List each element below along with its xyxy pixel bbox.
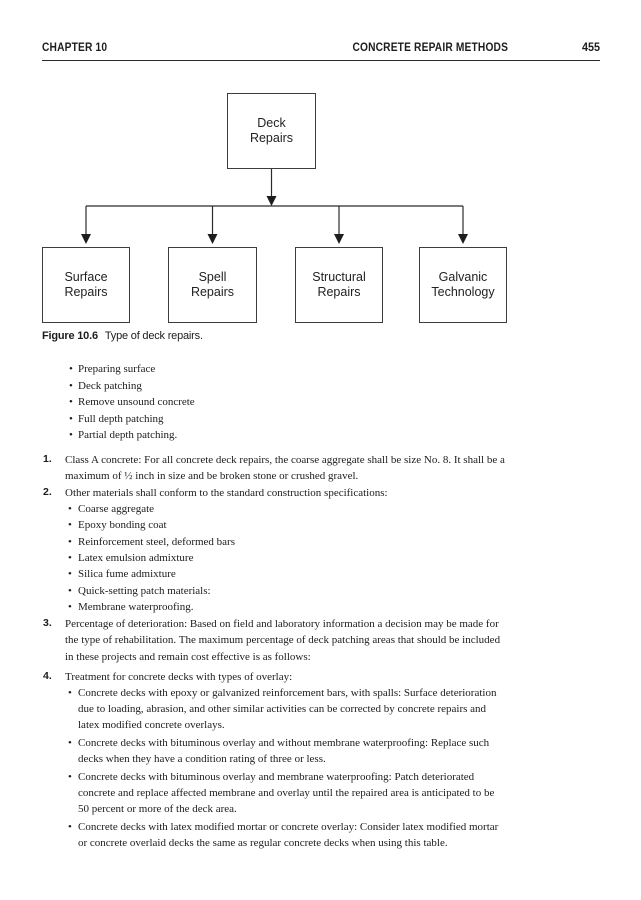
list-item: • Preparing surface	[42, 361, 508, 378]
list-item: • Coarse aggregate	[65, 501, 508, 517]
list-item: • Epoxy bonding coat	[65, 517, 508, 533]
bullet-icon: •	[68, 519, 72, 532]
bullet-icon: •	[69, 363, 73, 375]
item-number: 4.	[43, 669, 52, 682]
numbered-list: 1. Class A concrete: For all concrete de…	[42, 452, 508, 852]
numbered-item-1: 1. Class A concrete: For all concrete de…	[42, 452, 508, 484]
body-text-column: • Preparing surface • Deck patching • Remov…	[42, 361, 508, 851]
list-item: • Silica fume admixture	[65, 566, 508, 582]
bullet-icon: •	[68, 821, 72, 833]
list-item: • Partial depth patching.	[42, 427, 508, 444]
bullet-icon: •	[69, 412, 73, 425]
flowchart-box-surface-repairs: Surface Repairs	[42, 247, 130, 323]
numbered-item-2: 2. Other materials shall conform to the …	[42, 485, 508, 615]
chapter-label: CHAPTER 10	[42, 40, 108, 54]
list-item: • Reinforcement steel, deformed bars	[65, 534, 508, 550]
bullet-icon: •	[68, 568, 72, 581]
list-item-text: Latex emulsion admixture	[78, 552, 194, 564]
bullet-icon: •	[69, 379, 73, 392]
list-item: • Concrete decks with bituminous overlay …	[65, 735, 508, 767]
page-title: CONCRETE REPAIR METHODS	[352, 40, 508, 54]
figure-caption-number: Figure 10.6	[42, 330, 98, 342]
numbered-item-3: 3. Percentage of deterioration: Based on…	[42, 616, 508, 665]
list-item-text: Membrane waterproofing.	[78, 600, 194, 613]
list-item: • Deck patching	[42, 378, 508, 395]
bullet-icon: •	[68, 737, 72, 749]
flowchart-box-structural-repairs: Structural Repairs	[295, 247, 383, 323]
item-2-bullet-list: • Coarse aggregate • Epoxy bonding coat • R…	[65, 501, 508, 615]
list-item: • Concrete decks with latex modified mort…	[65, 819, 508, 851]
numbered-item-4: 4. Treatment for concrete decks with typ…	[42, 669, 508, 851]
item-text: Percentage of deterioration: Based on fi…	[65, 618, 501, 663]
list-item: • Concrete decks with epoxy or galvanized…	[65, 685, 508, 733]
bullet-icon: •	[68, 535, 72, 548]
flowchart-box-label: Spell Repairs	[190, 270, 235, 299]
flowchart-box-deck-repairs: Deck Repairs	[227, 93, 316, 169]
list-item-text: Full depth patching	[78, 412, 164, 425]
figure-caption: Figure 10.6 Type of deck repairs.	[42, 330, 641, 342]
flowchart-box-label: Surface Repairs	[64, 270, 108, 299]
flowchart-connectors-icon	[81, 169, 468, 244]
list-item-text: Concrete decks with bituminous overlay a…	[78, 737, 490, 765]
bullet-icon: •	[69, 396, 73, 408]
flowchart-box-label: Structural Repairs	[312, 270, 366, 299]
item-number: 1.	[43, 452, 52, 465]
item-number: 3.	[43, 617, 52, 630]
list-item-text: Silica fume admixture	[78, 568, 176, 581]
list-item-text: Epoxy bonding coat	[78, 519, 167, 532]
flowchart-box-label: Galvanic Technology	[431, 270, 495, 299]
bullet-icon: •	[68, 771, 72, 783]
item-text: Class A concrete: For all concrete deck …	[65, 453, 505, 482]
figure-caption-text: Type of deck repairs.	[104, 330, 203, 342]
list-item-text: Quick-setting patch materials:	[78, 584, 211, 597]
bullet-icon: •	[68, 600, 72, 613]
list-item: • Concrete decks with bituminous overlay …	[65, 769, 508, 817]
list-item: • Remove unsound concrete	[42, 394, 508, 411]
item-4-bullet-list: • Concrete decks with epoxy or galvanized…	[65, 685, 508, 851]
list-item-text: Deck patching	[78, 379, 142, 392]
bullet-icon: •	[68, 584, 72, 597]
flowchart-box-spell-repairs: Spell Repairs	[168, 247, 257, 323]
flowchart-box-label: Deck Repairs	[249, 116, 294, 145]
item-text: Other materials shall conform to the sta…	[65, 486, 388, 499]
list-item-text: Remove unsound concrete	[78, 396, 195, 408]
bullet-icon: •	[69, 429, 73, 441]
list-item-text: Concrete decks with epoxy or galvanized …	[78, 687, 497, 731]
bullet-icon: •	[68, 687, 72, 699]
list-item: • Latex emulsion admixture	[65, 550, 508, 566]
list-item-text: Partial depth patching.	[78, 429, 178, 441]
deck-repairs-flowchart: Deck Repairs Surface Repairs Spell Repai…	[0, 93, 641, 323]
list-item: • Quick-setting patch materials:	[65, 583, 508, 599]
list-item-text: Reinforcement steel, deformed bars	[78, 535, 235, 548]
list-item-text: Concrete decks with latex modified morta…	[78, 821, 499, 849]
list-item: • Membrane waterproofing.	[65, 599, 508, 615]
list-item: • Full depth patching	[42, 411, 508, 428]
list-item-text: Coarse aggregate	[78, 503, 155, 516]
flowchart-box-galvanic-technology: Galvanic Technology	[419, 247, 507, 323]
list-item-text: Concrete decks with bituminous overlay a…	[78, 771, 495, 815]
page-number: 455	[581, 40, 600, 54]
item-number: 2.	[43, 485, 52, 498]
page-header: CHAPTER 10 CONCRETE REPAIR METHODS 455	[42, 40, 600, 61]
bullet-icon: •	[68, 552, 72, 564]
item-text: Treatment for concrete decks with types …	[65, 670, 293, 683]
bullet-icon: •	[68, 503, 72, 516]
intro-bullet-list: • Preparing surface • Deck patching • Remov…	[42, 361, 508, 444]
list-item-text: Preparing surface	[78, 363, 156, 375]
